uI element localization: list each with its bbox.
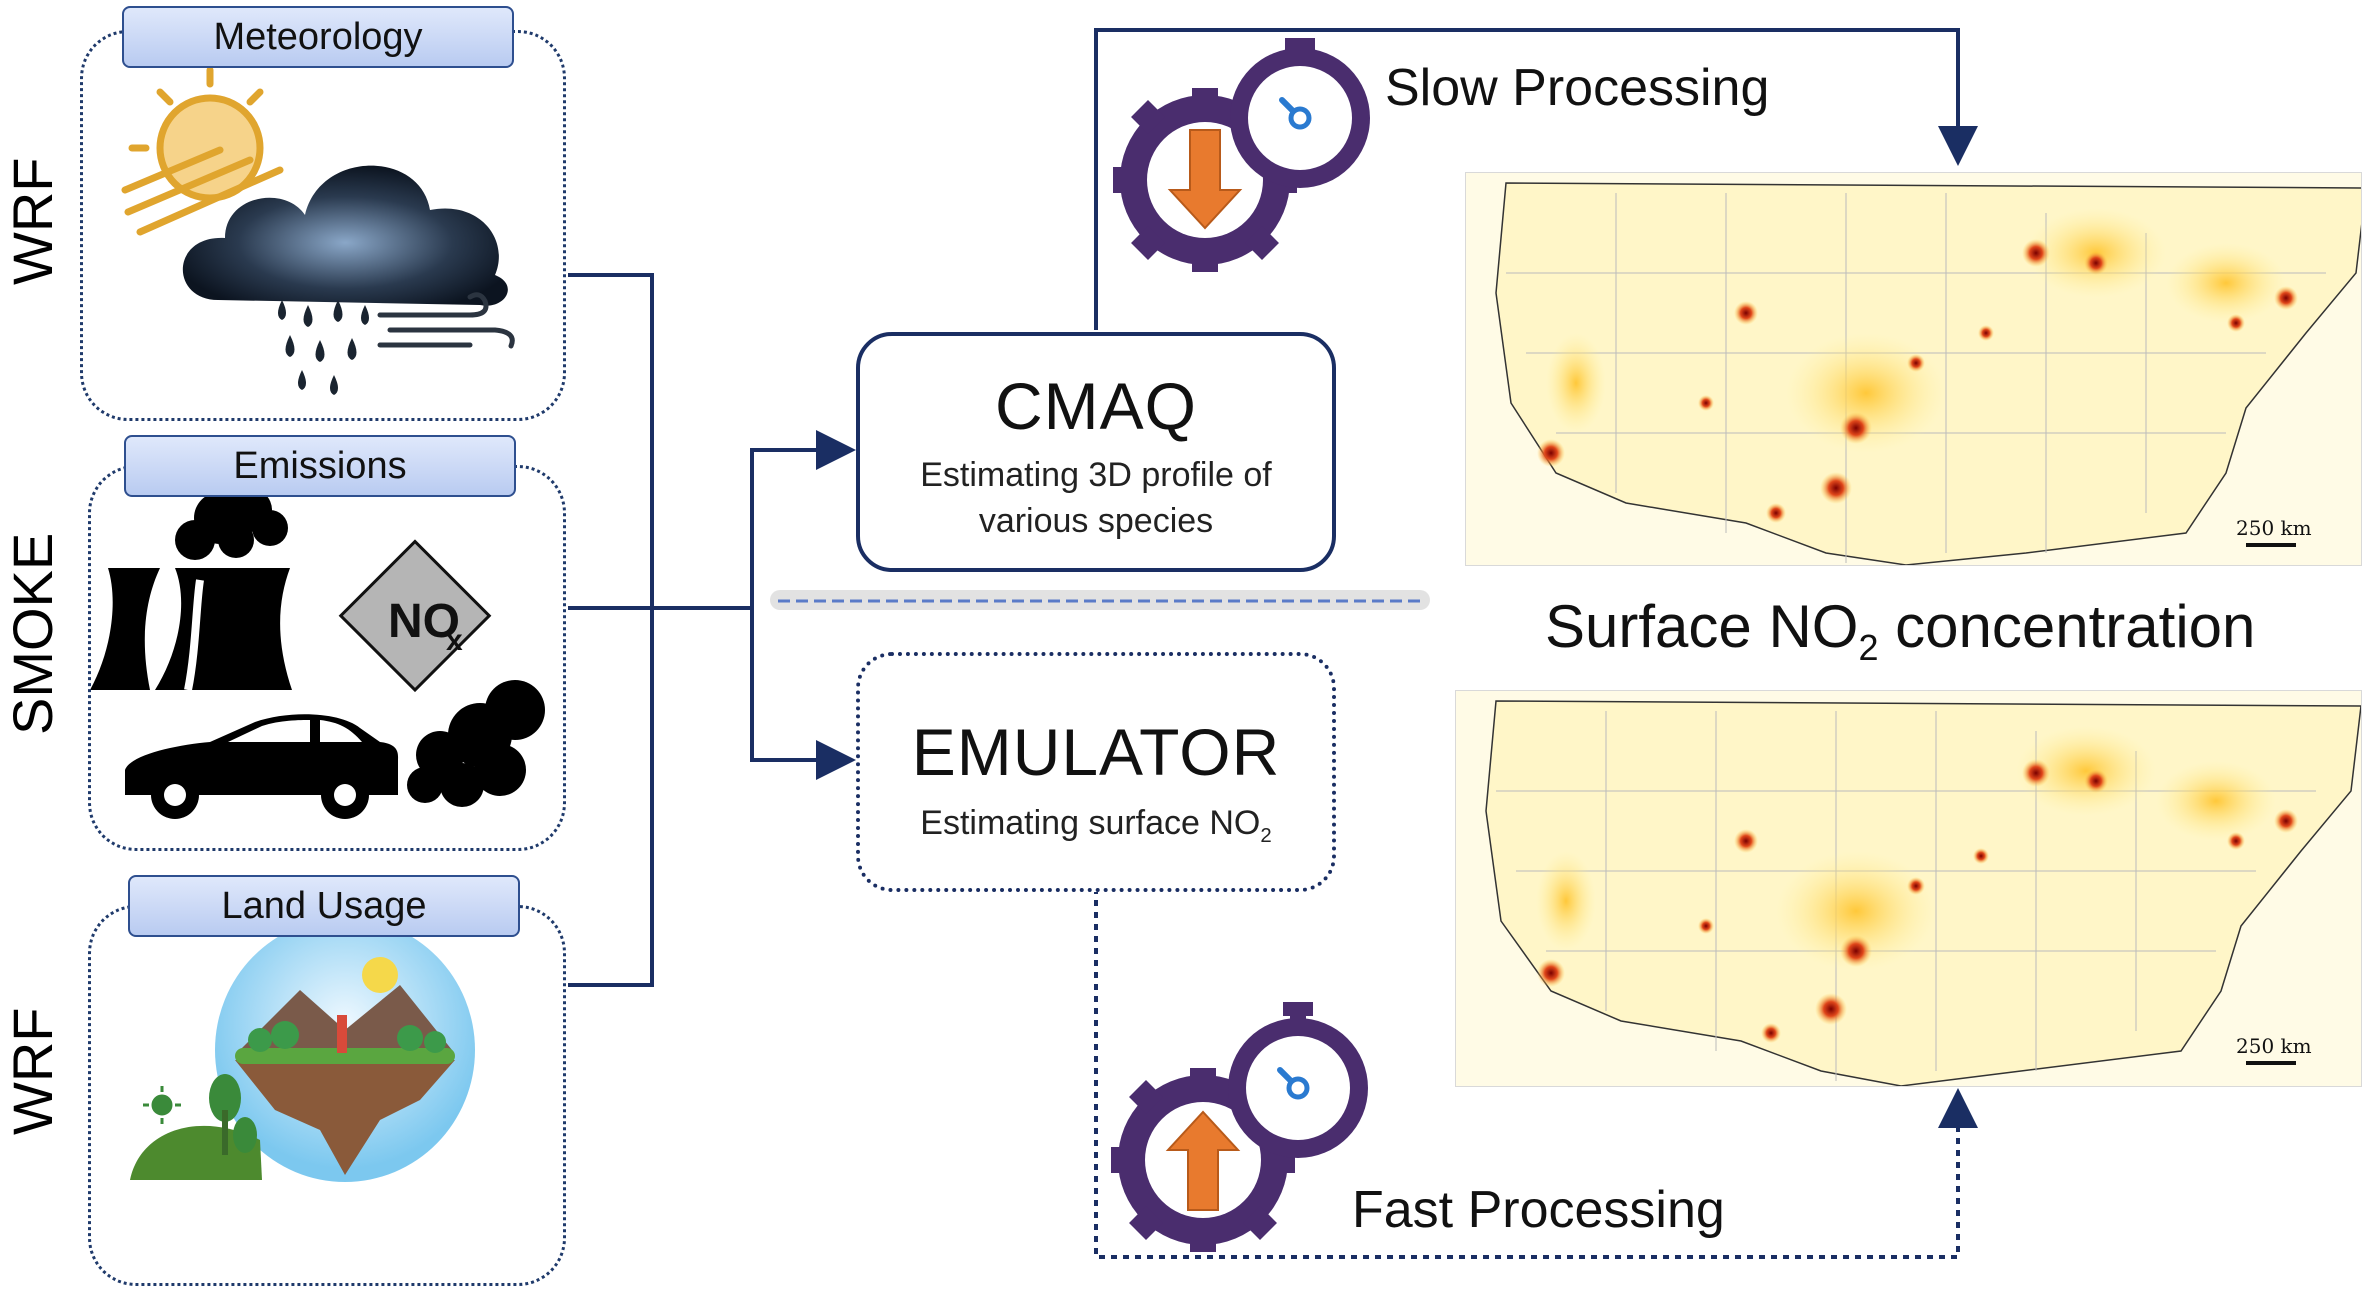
map-bottom: 250 km — [1455, 690, 2362, 1087]
cmaq-desc-line2: various species — [978, 502, 1214, 540]
slow-processing-label: Slow Processing — [1385, 59, 1770, 117]
land-usage-panel — [88, 905, 566, 1286]
map-top-scale: 250 km — [2236, 516, 2312, 540]
land-use-icon — [130, 918, 475, 1182]
exhaust-smoke-icon — [407, 680, 545, 807]
fast-path-line — [1094, 888, 1978, 1259]
emulator-box: EMULATOR Estimating surface NO2 — [856, 652, 1336, 892]
cmaq-title: CMAQ — [995, 369, 1197, 443]
emissions-panel — [88, 465, 566, 851]
nox-subscript: x — [446, 624, 463, 657]
separator-shadow — [770, 590, 1430, 610]
cmaq-desc-line1: Estimating 3D profile of — [920, 456, 1272, 494]
up-arrow-icon — [1165, 1110, 1241, 1211]
small-sun-icon — [143, 1086, 181, 1124]
nox-sign-icon: NO x — [338, 539, 492, 693]
input-connectors — [568, 273, 856, 987]
weather-icon — [121, 66, 515, 395]
output-label: Surface NO2 concentration — [1545, 593, 2256, 668]
map-top: 250 km — [1465, 172, 2367, 566]
fast-processing-label: Fast Processing — [1352, 1181, 1725, 1239]
emulator-desc: Estimating surface NO2 — [920, 804, 1272, 847]
side-label-wrf-top: WRF — [1, 157, 64, 285]
nox-label: NO — [388, 595, 460, 648]
power-plant-icon — [90, 488, 292, 691]
map-bottom-scale: 250 km — [2236, 1034, 2312, 1058]
slow-path-line — [1094, 28, 1978, 330]
side-label-smoke: SMOKE — [1, 532, 64, 735]
meteorology-tab: Meteorology — [122, 6, 514, 68]
car-icon — [125, 714, 399, 819]
land-usage-tab: Land Usage — [128, 875, 520, 937]
cmaq-box: CMAQ Estimating 3D profile of various sp… — [856, 332, 1336, 572]
emulator-title: EMULATOR — [911, 715, 1281, 789]
meteorology-panel — [80, 30, 566, 421]
us-no2-map-top: 250 km — [1495, 182, 2367, 566]
slow-gear-stopwatch-icon — [1113, 38, 1370, 272]
us-no2-map-bottom: 250 km — [1485, 700, 2362, 1087]
down-arrow-icon — [1167, 129, 1243, 230]
side-label-wrf-bottom: WRF — [1, 1007, 64, 1135]
fast-gear-stopwatch-icon — [1111, 1002, 1368, 1252]
emissions-tab: Emissions — [124, 435, 516, 497]
